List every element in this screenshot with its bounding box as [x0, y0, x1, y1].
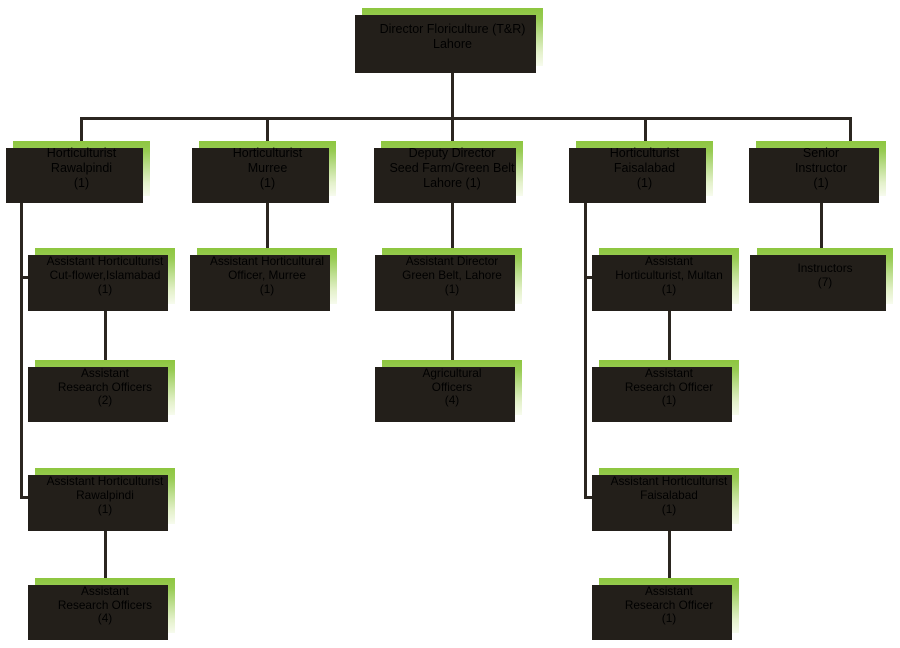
connector-murree-to-aho [266, 203, 269, 248]
node-assistant-horticulturist-faisalabad[interactable]: Assistant Horticulturist Faisalabad (1) [592, 468, 739, 531]
node-assistant-research-officer-multan[interactable]: Assistant Research Officer (1) [592, 360, 739, 422]
node-label: Assistant Research Officer (1) [624, 365, 714, 408]
connector-assistant-director-to-agri-officers [451, 311, 454, 360]
connector-faisalabad-spine [584, 203, 587, 499]
connector-faisalabad-stub-ah-faisalabad [584, 496, 599, 499]
connector-drop-murree [266, 117, 269, 141]
node-label: Assistant Horticulturist Cut-flower,Isla… [46, 254, 164, 296]
node-director-floriculture[interactable]: Director Floriculture (T&R) Lahore [355, 8, 543, 73]
node-assistant-research-officers-rawalpindi[interactable]: Assistant Research Officers (4) [28, 578, 175, 640]
node-label: Agricultural Officers (4) [422, 365, 482, 408]
connector-deputy-to-assistant-director [451, 203, 454, 248]
node-assistant-research-officer-faisalabad[interactable]: Assistant Research Officer (1) [592, 578, 739, 640]
node-label: Assistant Horticulturist Rawalpindi (1) [46, 474, 164, 516]
node-label: Horticulturist Faisalabad (1) [609, 146, 680, 190]
connector-cutflower-to-aro [104, 311, 107, 360]
node-assistant-horticulturist-cutflower-islamabad[interactable]: Assistant Horticulturist Cut-flower,Isla… [28, 248, 175, 311]
connector-rawalpindi-stub-ah-rawalpindi [20, 496, 35, 499]
connector-drop-deputy-director [451, 117, 454, 141]
connector-rawalpindi-stub-cutflower [20, 276, 35, 279]
connector-senior-instructor-to-instructors [820, 203, 823, 248]
node-assistant-horticulturist-rawalpindi[interactable]: Assistant Horticulturist Rawalpindi (1) [28, 468, 175, 531]
connector-drop-faisalabad [644, 117, 647, 141]
node-label: Assistant Horticultural Officer, Murree … [209, 254, 325, 296]
node-label: Assistant Horticulturist, Multan (1) [615, 254, 723, 296]
node-assistant-director-green-belt-lahore[interactable]: Assistant Director Green Belt, Lahore (1… [375, 248, 522, 311]
connector-ah-rawalpindi-to-aro [104, 531, 107, 579]
node-label: Horticulturist Rawalpindi (1) [46, 146, 117, 190]
node-label: Assistant Research Officers (2) [57, 365, 153, 408]
connector-faisalabad-stub-multan [584, 276, 599, 279]
connector-drop-rawalpindi [80, 117, 83, 141]
node-horticulturist-rawalpindi[interactable]: Horticulturist Rawalpindi (1) [6, 141, 150, 203]
node-label: Assistant Research Officers (4) [57, 583, 153, 626]
connector-root-stem [451, 66, 454, 119]
node-deputy-director-seed-farm[interactable]: Deputy Director Seed Farm/Green Belt Lah… [374, 141, 523, 203]
node-assistant-horticultural-officer-murree[interactable]: Assistant Horticultural Officer, Murree … [190, 248, 337, 311]
node-horticulturist-murree[interactable]: Horticulturist Murree (1) [192, 141, 336, 203]
node-label: Deputy Director Seed Farm/Green Belt Lah… [389, 146, 515, 190]
connector-drop-senior-instructor [849, 117, 852, 141]
node-horticulturist-faisalabad[interactable]: Horticulturist Faisalabad (1) [569, 141, 713, 203]
node-instructors[interactable]: Instructors (7) [750, 248, 893, 311]
node-label: Director Floriculture (T&R) Lahore [379, 22, 526, 51]
node-label: Assistant Director Green Belt, Lahore (1… [402, 254, 502, 296]
node-agricultural-officers[interactable]: Agricultural Officers (4) [375, 360, 522, 422]
connector-multan-to-aro [668, 311, 671, 360]
node-label: Senior Instructor (1) [794, 146, 848, 190]
connector-rawalpindi-spine [20, 203, 23, 499]
node-label: Instructors (7) [797, 261, 853, 289]
connector-level1-bus [81, 117, 852, 120]
node-label: Horticulturist Murree (1) [232, 146, 303, 190]
connector-ah-faisalabad-to-aro [668, 531, 671, 579]
node-senior-instructor[interactable]: Senior Instructor (1) [749, 141, 886, 203]
node-assistant-research-officers-islamabad[interactable]: Assistant Research Officers (2) [28, 360, 175, 422]
node-assistant-horticulturist-multan[interactable]: Assistant Horticulturist, Multan (1) [592, 248, 739, 311]
node-label: Assistant Research Officer (1) [624, 583, 714, 626]
node-label: Assistant Horticulturist Faisalabad (1) [610, 474, 728, 516]
